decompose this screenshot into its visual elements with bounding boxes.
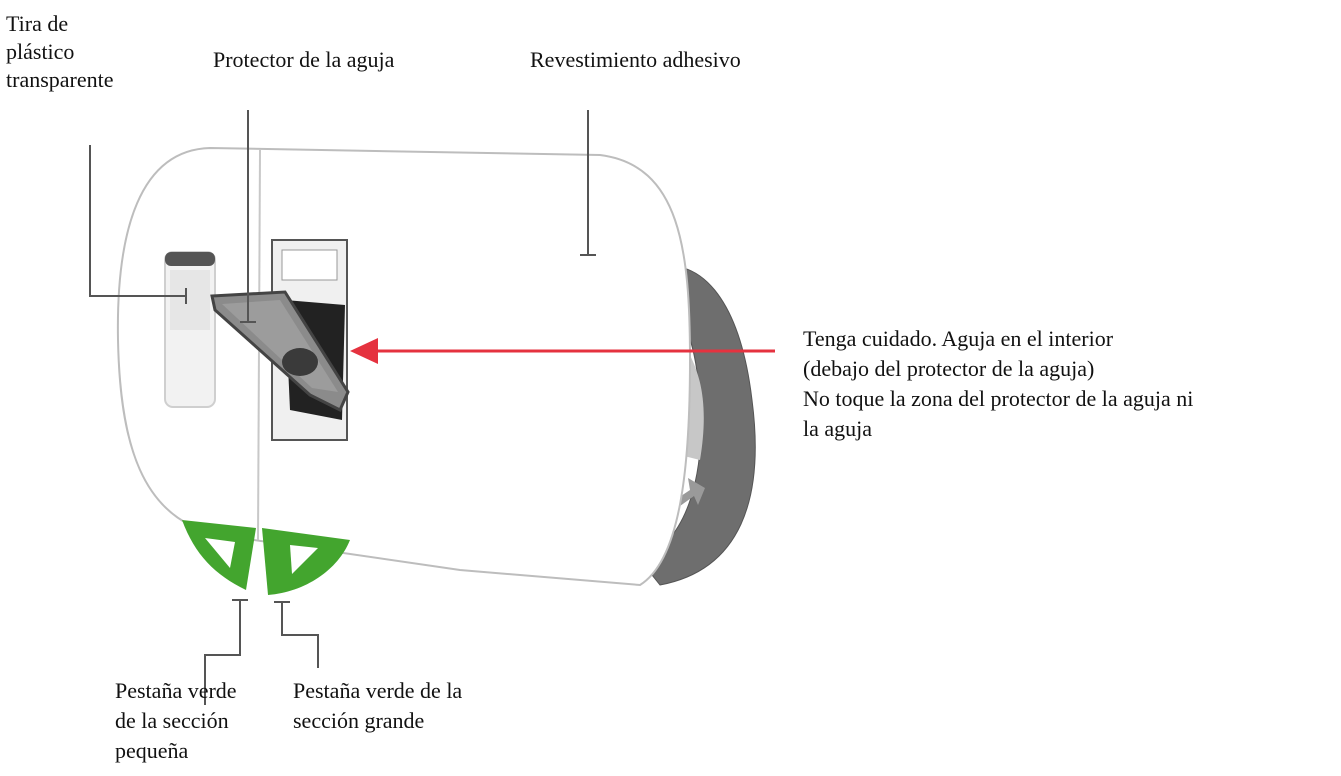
caution-arrowhead <box>350 338 378 364</box>
needle-guard-hole <box>282 348 318 376</box>
small-section-green-tab <box>182 520 256 590</box>
leader-large-tab <box>281 602 319 668</box>
needle-frame <box>281 249 338 281</box>
caution-label: Tenga cuidado. Aguja en el interior (deb… <box>803 326 1194 441</box>
leader-plastic-strip <box>89 145 186 297</box>
plastic-strip-window <box>170 270 210 330</box>
large-section-green-tab <box>262 528 350 595</box>
leader-small-tab <box>204 600 241 705</box>
large-tab-label: Pestaña verde de la sección grande <box>293 678 463 733</box>
adhesive-liner-label: Revestimiento adhesivo <box>530 47 741 72</box>
large-tab-hole <box>290 545 318 574</box>
needle-guard-label: Protector de la aguja <box>213 47 395 72</box>
small-tab-hole <box>205 538 235 568</box>
plastic-strip-label: Tira de plástico transparente <box>6 11 114 92</box>
plastic-strip-top <box>165 252 215 266</box>
small-tab-label: Pestaña verde de la sección pequeña <box>115 678 237 763</box>
device-body <box>116 146 692 587</box>
